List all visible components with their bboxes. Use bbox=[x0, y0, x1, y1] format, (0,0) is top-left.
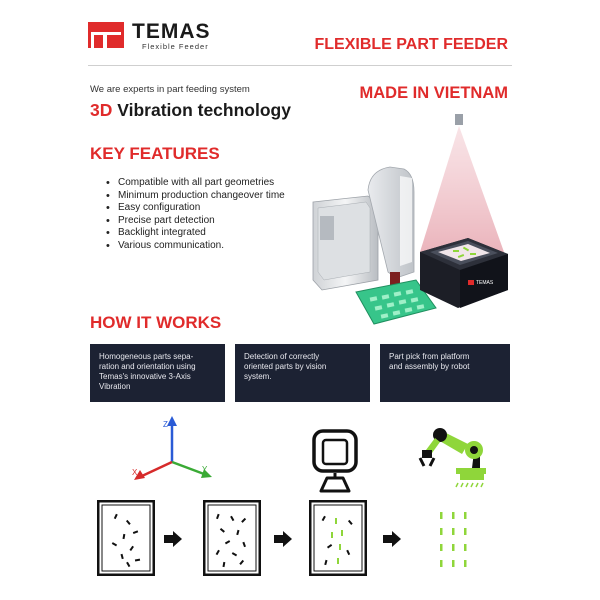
feeder-machine-illustration: TEMAS bbox=[312, 114, 508, 325]
step-1-box: Homogeneous parts sepa- ration and orien… bbox=[90, 344, 225, 402]
arrow-right-icon bbox=[383, 531, 401, 547]
assembled-parts-grid bbox=[440, 512, 467, 567]
green-part-tray bbox=[355, 279, 437, 325]
arrow-right-icon bbox=[164, 531, 182, 547]
tray-separated-parts bbox=[203, 500, 261, 576]
gripper bbox=[390, 272, 400, 286]
technology-accent: 3D bbox=[90, 100, 113, 120]
axis-y-label: Y bbox=[202, 465, 208, 474]
robot-arm-icon bbox=[418, 428, 486, 488]
camera-unit bbox=[455, 114, 463, 125]
camera-icon bbox=[312, 429, 358, 493]
feature-item: Precise part detection bbox=[106, 215, 285, 228]
feature-item: Minimum production changeover time bbox=[106, 190, 285, 203]
tray-detected-parts bbox=[309, 500, 367, 576]
feature-item: Backlight integrated bbox=[106, 227, 285, 240]
step-3-box: Part pick from platform and assembly by … bbox=[380, 344, 510, 402]
intro-text: We are experts in part feeding system bbox=[90, 84, 250, 95]
key-features-list: Compatible with all part geometries Mini… bbox=[106, 177, 285, 253]
axis-x-label: X bbox=[132, 468, 138, 477]
step-2-text: Detection of correctly oriented parts by… bbox=[244, 352, 327, 381]
axis-z-label: Z bbox=[163, 420, 168, 429]
header-title: FLEXIBLE PART FEEDER bbox=[314, 36, 509, 53]
feature-item: Compatible with all part geometries bbox=[106, 177, 285, 190]
temas-logo-icon bbox=[88, 22, 124, 48]
brand-tagline: Flexible Feeder bbox=[142, 42, 209, 51]
feature-item: Various communication. bbox=[106, 240, 285, 253]
tray-random-parts bbox=[97, 500, 155, 576]
technology-rest: Vibration technology bbox=[112, 100, 291, 120]
feeder-brand-label: TEMAS bbox=[476, 280, 494, 286]
key-features-title: KEY FEATURES bbox=[90, 144, 220, 163]
step-2-box: Detection of correctly oriented parts by… bbox=[235, 344, 370, 402]
step-3-text: Part pick from platform and assembly by … bbox=[389, 352, 470, 371]
how-it-works-title: HOW IT WORKS bbox=[90, 313, 222, 332]
technology-headline: 3D Vibration technology bbox=[90, 100, 291, 121]
brand-name: TEMAS bbox=[132, 20, 211, 43]
made-in-label: MADE IN VIETNAM bbox=[359, 84, 509, 102]
feeder-logo-icon bbox=[468, 280, 474, 285]
feature-item: Easy configuration bbox=[106, 202, 285, 215]
header-divider bbox=[88, 65, 512, 66]
arrow-right-icon bbox=[274, 531, 292, 547]
step-1-text: Homogeneous parts sepa- ration and orien… bbox=[99, 352, 196, 391]
vision-beam bbox=[420, 126, 504, 252]
3-axis-icon: Z Y X bbox=[132, 416, 212, 480]
